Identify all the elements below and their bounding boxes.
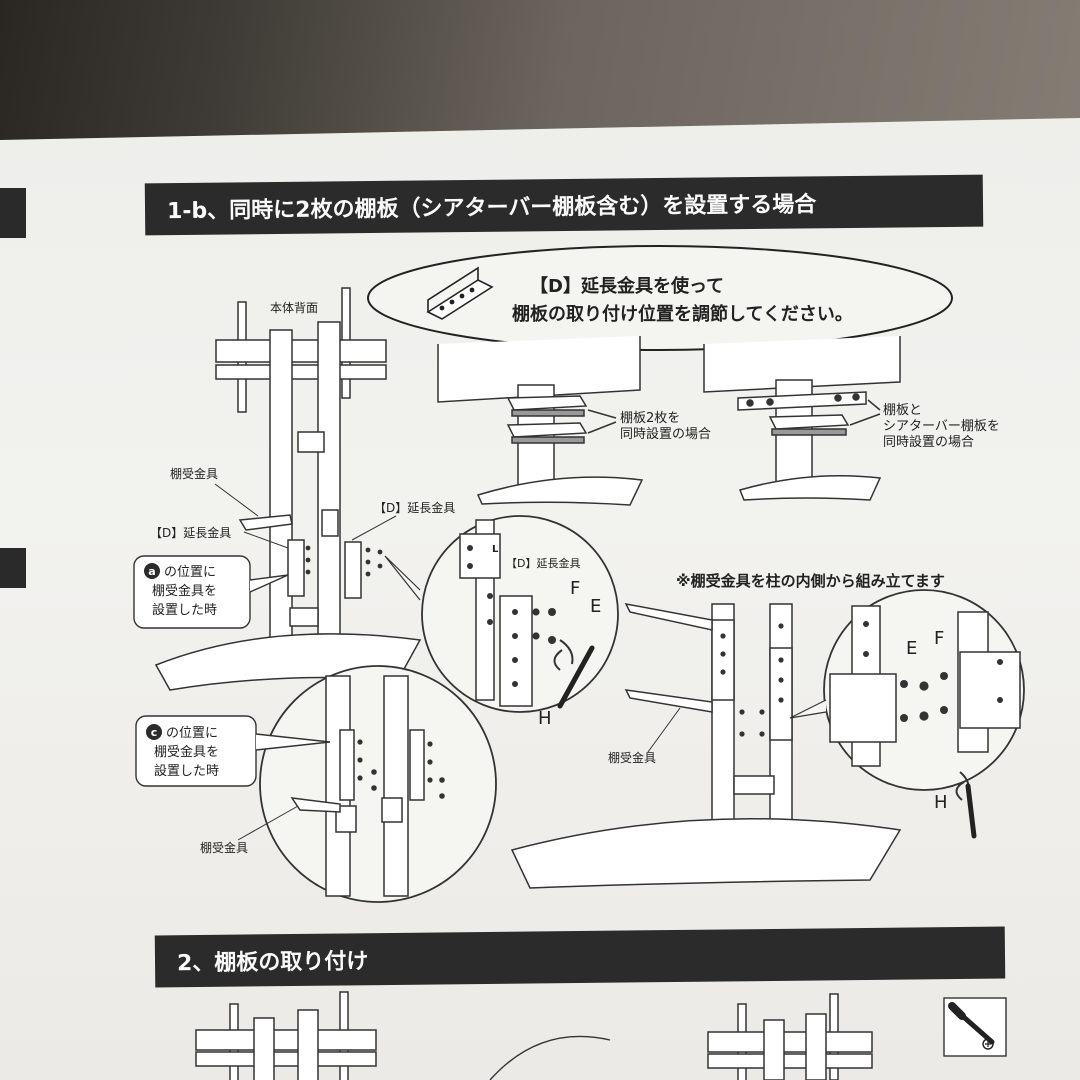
position-c-line-1: の位置に [166, 726, 218, 741]
extension-d-label-3: 【D】延長金具 [506, 556, 580, 570]
stand-back-view [154, 287, 422, 691]
callout-bubble: 【D】延長金具を使って 棚板の取り付け位置を調節してください。 [367, 245, 953, 351]
left-page-tab-mid [0, 548, 26, 588]
position-c-line-3: 設置した時 [154, 763, 219, 779]
theater-label-2: シアターバー棚板を [883, 419, 1000, 434]
two-shelves-illustration [437, 336, 644, 506]
hex-wrench-icon [557, 645, 595, 709]
extension-d-label-2: 【D】延長金具 [374, 500, 455, 515]
zoom-circle-inner: E F [789, 589, 1025, 791]
section-2-zoom-arc [489, 1035, 611, 1080]
body-back-label: 本体背面 [270, 301, 318, 315]
callout-line-2: 棚板の取り付け位置を調節してください。 [512, 303, 853, 325]
position-a-marker-icon [144, 563, 160, 579]
position-c-marker-icon [146, 724, 162, 740]
part-e-label-2: E [906, 638, 917, 659]
shelf-bracket-label-1: 棚受金具 [170, 466, 218, 481]
part-e-label-1: E [590, 596, 601, 617]
section-2-right-stand [707, 993, 873, 1080]
position-a-line-1: の位置に [164, 565, 216, 580]
part-h-label-1: H [538, 708, 552, 729]
left-page-tab-top [0, 188, 26, 238]
stand-bolts [305, 545, 383, 577]
callout-line-1: 【D】延長金具を使って [530, 275, 724, 297]
theater-label-3: 同時設置の場合 [883, 434, 974, 450]
position-a-line-2: 棚受金具を [152, 583, 217, 599]
zoom-circle-position-c [259, 665, 497, 903]
part-f-label-2: F [934, 628, 944, 649]
extension-d-label-1: 【D】延長金具 [150, 525, 231, 540]
extension-bracket-icon [426, 266, 494, 320]
hex-wrench-icon-2 [965, 783, 977, 839]
position-a-marker: a [148, 565, 155, 578]
position-c-callout: c の位置に 棚受金具を 設置した時 [135, 715, 331, 787]
inner-assembly-stand [510, 602, 902, 889]
screwdriver-icon [943, 997, 1007, 1057]
position-a-line-3: 設置した時 [152, 602, 217, 618]
shelf-bracket-label-2: 棚受金具 [200, 840, 248, 855]
position-a-callout: a の位置に 棚受金具を 設置した時 [133, 555, 289, 629]
two-shelves-label-2: 同時設置の場合 [620, 426, 711, 442]
part-l-label: L [492, 544, 499, 555]
zoom-circle-extension: L 【D】延長金具 F E H [384, 515, 619, 729]
two-shelves-label-1: 棚板2枚を [620, 411, 680, 426]
part-h-label-2: H [934, 792, 948, 813]
hex-wrench-rotate-icon [553, 639, 574, 671]
inner-assembly-note: ※棚受金具を柱の内側から組み立てます [676, 572, 945, 590]
shelf-bracket-label-3: 棚受金具 [608, 750, 656, 765]
position-c-marker: c [151, 726, 158, 739]
part-f-label-1: F [570, 578, 580, 599]
inner-assembly-bolts [720, 623, 784, 737]
position-c-line-2: 棚受金具を [154, 744, 219, 760]
theater-bar-illustration [703, 336, 901, 501]
theater-label-1: 棚板と [883, 403, 922, 418]
section-2-left-stand [195, 991, 377, 1080]
